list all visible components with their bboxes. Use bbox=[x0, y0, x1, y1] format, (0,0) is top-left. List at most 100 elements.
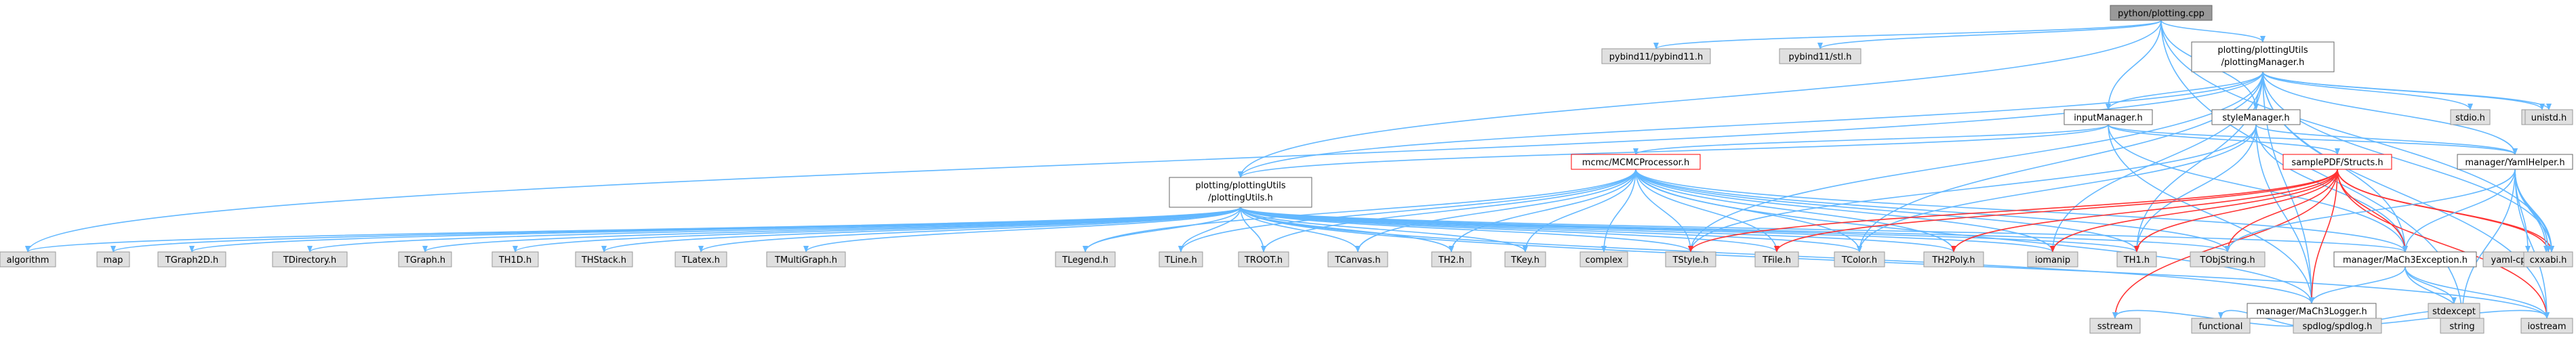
edge-plotting_manager-to-tcolor bbox=[1857, 71, 2263, 253]
edge-plotting_utils-to-tcanvas bbox=[1240, 207, 1361, 253]
node-root[interactable]: python/plotting.cpp bbox=[2110, 5, 2213, 21]
node-tkey[interactable]: TKey.h bbox=[1504, 251, 1546, 268]
node-label: map bbox=[104, 255, 123, 265]
edge-plotting_utils-to-algorithm bbox=[25, 207, 1241, 253]
node-tcolor[interactable]: TColor.h bbox=[1834, 251, 1885, 268]
node-label: python/plotting.cpp bbox=[2118, 9, 2205, 19]
node-style-manager[interactable]: styleManager.h bbox=[2211, 109, 2301, 125]
node-pybind11[interactable]: pybind11/pybind11.h bbox=[1601, 48, 1711, 64]
edge-mach3_exception-to-mach3_logger bbox=[2309, 266, 2406, 304]
node-label: TColor.h bbox=[1841, 255, 1877, 265]
node-mcmc-processor[interactable]: mcmc/MCMCProcessor.h bbox=[1571, 154, 1701, 170]
edge-yaml_helper-to-string bbox=[2459, 169, 2516, 319]
node-box bbox=[1055, 251, 1116, 268]
node-box bbox=[2116, 251, 2157, 268]
node-label: TObjString.h bbox=[2199, 255, 2255, 265]
edge-plotting_manager-to-yaml_helper bbox=[2262, 71, 2518, 155]
node-th1d[interactable]: TH1D.h bbox=[491, 251, 539, 268]
node-yaml-helper[interactable]: manager/YamlHelper.h bbox=[2457, 154, 2573, 170]
node-complex[interactable]: complex bbox=[1579, 251, 1628, 268]
node-plotting-manager[interactable]: plotting/plottingUtils/plottingManager.h bbox=[2191, 41, 2335, 72]
edge-sample_pdf_structs-to-tobjstring bbox=[2225, 169, 2338, 253]
node-box bbox=[575, 251, 633, 268]
node-box bbox=[2524, 109, 2573, 125]
node-tmultigraph[interactable]: TMultiGraph.h bbox=[766, 251, 846, 268]
node-box bbox=[2027, 251, 2078, 268]
node-label: TMultiGraph.h bbox=[774, 255, 837, 265]
node-box bbox=[2293, 318, 2382, 334]
edge-sample_pdf_structs-to-mach3_logger bbox=[2309, 169, 2338, 304]
node-box bbox=[491, 251, 539, 268]
node-box bbox=[1779, 48, 1861, 64]
edge-mcmc_processor-to-tlegend bbox=[1083, 169, 1636, 253]
node-sample-pdf-structs[interactable]: samplePDF/Structs.h bbox=[2282, 154, 2392, 170]
node-label: cxxabi.h bbox=[2530, 255, 2567, 265]
node-functional[interactable]: functional bbox=[2191, 318, 2251, 334]
node-unistd[interactable]: unistd.h bbox=[2524, 109, 2573, 125]
node-iomanip[interactable]: iomanip bbox=[2027, 251, 2078, 268]
edge-mcmc_processor-to-tcanvas bbox=[1355, 169, 1636, 253]
node-cxxabi[interactable]: cxxabi.h bbox=[2523, 251, 2573, 268]
node-box bbox=[1754, 251, 1799, 268]
node-box bbox=[2440, 318, 2484, 334]
node-string[interactable]: string bbox=[2440, 318, 2484, 334]
node-label: THStack.h bbox=[581, 255, 626, 265]
edge-input_manager-to-mcmc_processor bbox=[1633, 124, 2109, 155]
node-label: TGraph2D.h bbox=[165, 255, 218, 265]
node-tcanvas[interactable]: TCanvas.h bbox=[1327, 251, 1388, 268]
edge-input_manager-to-mach3_logger bbox=[2108, 124, 2314, 304]
edge-sample_pdf_structs-to-tstyle bbox=[1688, 169, 2338, 253]
edge-plotting_utils-to-map bbox=[110, 207, 1241, 253]
node-label: TLatex.h bbox=[681, 255, 720, 265]
node-tfile[interactable]: TFile.h bbox=[1754, 251, 1799, 268]
node-algorithm[interactable]: algorithm bbox=[0, 251, 56, 268]
node-th2[interactable]: TH2.h bbox=[1431, 251, 1472, 268]
edge-plotting_utils-to-iostream bbox=[1240, 207, 2550, 319]
node-iostream[interactable]: iostream bbox=[2520, 318, 2573, 334]
node-th1[interactable]: TH1.h bbox=[2116, 251, 2157, 268]
node-tobjstring[interactable]: TObjString.h bbox=[2190, 251, 2266, 268]
edge-style_manager-to-mach3_exception bbox=[2255, 124, 2408, 253]
node-stdio[interactable]: stdio.h bbox=[2450, 109, 2491, 125]
node-tstyle[interactable]: TStyle.h bbox=[1665, 251, 1716, 268]
node-label: spdlog/spdlog.h bbox=[2303, 322, 2373, 332]
node-label: inputManager.h bbox=[2074, 113, 2143, 123]
node-label: iostream bbox=[2527, 322, 2566, 332]
node-stdexcept[interactable]: stdexcept bbox=[2428, 303, 2480, 319]
node-tlatex[interactable]: TLatex.h bbox=[675, 251, 727, 268]
node-label: TLine.h bbox=[1164, 255, 1196, 265]
node-sstream[interactable]: sstream bbox=[2089, 318, 2141, 334]
node-mach3-exception[interactable]: manager/MaCh3Exception.h bbox=[2333, 251, 2477, 268]
edge-plotting_utils-to-thstack bbox=[601, 207, 1241, 253]
node-mach3-logger[interactable]: manager/MaCh3Logger.h bbox=[2247, 303, 2377, 319]
node-label: /plottingUtils.h bbox=[1208, 193, 1272, 203]
node-box bbox=[1431, 251, 1472, 268]
node-label: functional bbox=[2199, 322, 2243, 332]
edge-style_manager-to-mach3_logger bbox=[2255, 124, 2314, 304]
node-pybind11-stl[interactable]: pybind11/stl.h bbox=[1779, 48, 1861, 64]
edge-plotting_utils-to-tcolor bbox=[1240, 207, 1862, 253]
node-label: TFile.h bbox=[1762, 255, 1791, 265]
node-plotting-utils[interactable]: plotting/plottingUtils/plottingUtils.h bbox=[1169, 177, 1312, 208]
node-label: manager/MaCh3Exception.h bbox=[2343, 255, 2468, 265]
edge-yaml_helper-to-tobjstring bbox=[2225, 169, 2516, 253]
node-tgraph2d[interactable]: TGraph2D.h bbox=[157, 251, 226, 268]
edge-plotting_utils-to-tmultigraph bbox=[803, 207, 1241, 253]
node-label: sstream bbox=[2097, 322, 2133, 332]
node-thstack[interactable]: THStack.h bbox=[575, 251, 633, 268]
edge-plotting_utils-to-tlatex bbox=[698, 207, 1241, 253]
node-tline[interactable]: TLine.h bbox=[1159, 251, 1203, 268]
node-troot[interactable]: TROOT.h bbox=[1238, 251, 1289, 268]
edge-root-to-pybind11 bbox=[1653, 20, 2162, 49]
node-tlegend[interactable]: TLegend.h bbox=[1055, 251, 1116, 268]
node-tgraph[interactable]: TGraph.h bbox=[398, 251, 452, 268]
node-tdirectory[interactable]: TDirectory.h bbox=[272, 251, 348, 268]
node-th2poly[interactable]: TH2Poly.h bbox=[1923, 251, 1984, 268]
edge-sample_pdf_structs-to-sstream bbox=[2112, 169, 2338, 319]
edge-root-to-plotting_utils bbox=[1238, 20, 2162, 178]
node-spdlog[interactable]: spdlog/spdlog.h bbox=[2293, 318, 2382, 334]
edge-plotting_manager-to-th1 bbox=[2134, 71, 2263, 253]
node-map[interactable]: map bbox=[96, 251, 130, 268]
node-input-manager[interactable]: inputManager.h bbox=[2064, 109, 2153, 125]
edge-plotting_utils-to-mach3_exception bbox=[1240, 207, 2408, 253]
